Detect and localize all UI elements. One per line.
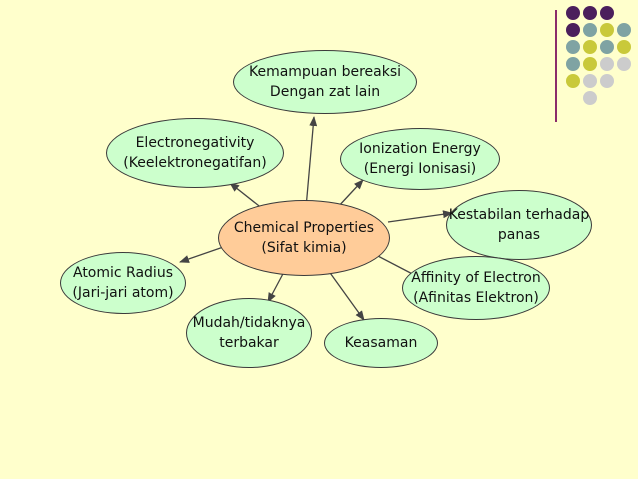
node-heat-stability-line2: panas — [497, 227, 541, 243]
node-electron-affinity: Affinity of Electron (Afinitas Elektron) — [402, 256, 550, 320]
decorative-dot — [566, 23, 580, 37]
node-electronegativity: Electronegativity (Keelektronegatifan) — [106, 118, 284, 188]
decorative-dot — [583, 57, 597, 71]
decorative-dot — [600, 6, 614, 20]
node-chemical-properties: Chemical Properties (Sifat kimia) — [218, 200, 390, 276]
decorative-dot — [566, 6, 580, 20]
decorative-dot — [617, 23, 631, 37]
node-reactivity-line1: Kemampuan bereaksi — [248, 64, 402, 80]
arrow-to-reactivity — [305, 116, 318, 209]
node-flammability-line2: terbakar — [219, 335, 279, 351]
decorative-dot — [617, 40, 631, 54]
decorative-dot — [617, 57, 631, 71]
decorative-dot — [600, 74, 614, 88]
node-electronegativity-line1: Electronegativity — [135, 135, 255, 151]
decorative-dot — [600, 23, 614, 37]
arrow-to-flammability — [267, 269, 286, 303]
accent-line — [555, 10, 557, 122]
node-reactivity-line2: Dengan zat lain — [269, 84, 381, 100]
node-ionization-line2: (Energi Ionisasi) — [363, 161, 477, 177]
node-flammability-line1: Mudah/tidaknya — [192, 315, 306, 331]
node-electron-affinity-line2: (Afinitas Elektron) — [413, 290, 539, 306]
decorative-dot — [583, 74, 597, 88]
node-electronegativity-line2: (Keelektronegatifan) — [123, 155, 267, 171]
decorative-dot — [583, 23, 597, 37]
node-atomic-radius: Atomic Radius (Jari-jari atom) — [60, 252, 186, 314]
node-acidity-line1: Keasaman — [344, 335, 418, 351]
node-heat-stability: Kestabilan terhadap panas — [446, 190, 592, 260]
decorative-dot — [566, 57, 580, 71]
decorative-dot — [566, 74, 580, 88]
arrow-to-acidity — [327, 269, 365, 321]
node-atomic-radius-line2: (Jari-jari atom) — [72, 285, 174, 301]
node-reactivity: Kemampuan bereaksi Dengan zat lain — [233, 50, 417, 114]
arrow-to-heat-stability — [387, 210, 453, 223]
decorative-dot — [583, 91, 597, 105]
node-electron-affinity-line1: Affinity of Electron — [411, 270, 541, 286]
node-atomic-radius-line1: Atomic Radius — [72, 265, 173, 281]
decorative-dot — [566, 40, 580, 54]
node-ionization-line1: Ionization Energy — [359, 141, 481, 157]
decorative-dot — [583, 6, 597, 20]
node-flammability: Mudah/tidaknya terbakar — [186, 298, 312, 368]
node-heat-stability-line1: Kestabilan terhadap — [448, 207, 590, 223]
decorative-dot — [600, 40, 614, 54]
center-line2: (Sifat kimia) — [261, 240, 347, 256]
node-ionization-energy: Ionization Energy (Energi Ionisasi) — [340, 128, 500, 190]
node-acidity: Keasaman — [324, 318, 438, 368]
decorative-dot — [600, 57, 614, 71]
center-line1: Chemical Properties — [233, 220, 375, 236]
decorative-dot — [583, 40, 597, 54]
